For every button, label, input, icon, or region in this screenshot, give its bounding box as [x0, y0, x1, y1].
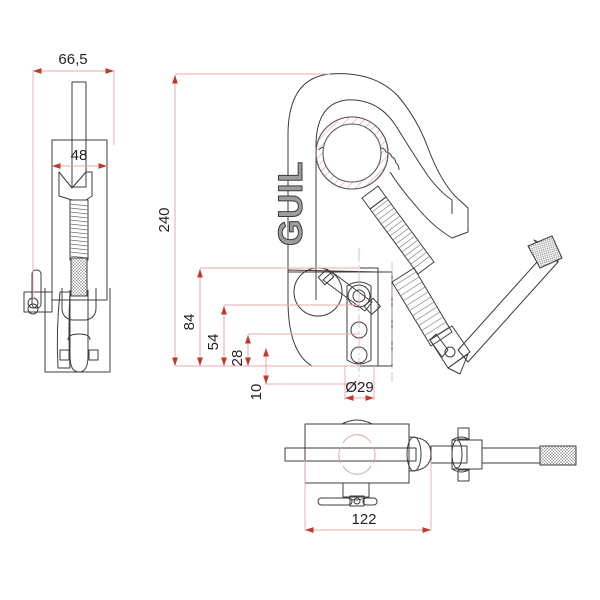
- tube-inner-circle: [322, 123, 382, 183]
- knuckle-body: [429, 325, 471, 369]
- handle-lever: [457, 235, 563, 363]
- top-through-bar: [284, 447, 417, 462]
- dim-label-54: 54: [205, 334, 222, 351]
- side-pin-rod: [31, 269, 42, 309]
- top-view: [284, 419, 577, 507]
- tube-outer-circle: [315, 116, 389, 190]
- pivot-link-end: [317, 268, 335, 286]
- side-foot-tab-left: [59, 349, 70, 361]
- screw-thread-body: [369, 196, 435, 275]
- side-collar: [61, 288, 97, 321]
- side-foot-cap: [67, 333, 91, 341]
- pivot-link-end-2: [363, 297, 381, 315]
- side-inner-shaft: [69, 290, 89, 373]
- top-knurled-grip: [539, 445, 577, 466]
- dim-label-48: 48: [71, 147, 88, 164]
- hook-outer-outline: [287, 73, 469, 300]
- top-pin-block: [349, 495, 365, 507]
- side-pin-eye: [27, 303, 39, 315]
- lever-knurled-grip: [527, 235, 563, 269]
- dim-label-28: 28: [229, 350, 246, 367]
- side-view-dimensions: 66,5 48: [32, 51, 115, 300]
- wing-nut-tab-bottom: [457, 469, 470, 482]
- front-center-lines: [358, 248, 393, 382]
- front-view: GUIL: [272, 73, 563, 382]
- clamp-screw: [361, 185, 435, 275]
- top-body-dome: [341, 419, 373, 425]
- dim-label-10: 10: [248, 384, 265, 401]
- knuckle-tab: [429, 333, 449, 358]
- dim-label-240: 240: [156, 207, 173, 232]
- side-lever-arm: [56, 291, 71, 369]
- screw-thread-lines: [371, 199, 431, 269]
- side-foot-tab-right: [88, 349, 99, 361]
- top-hidden-bore: [338, 434, 376, 475]
- dim-label-29: Ø29: [345, 379, 373, 396]
- dim-label-665: 66,5: [58, 51, 87, 68]
- side-top-plate: [71, 81, 87, 188]
- guil-logo-text: GUIL: [272, 161, 310, 246]
- side-pin-block: [23, 291, 53, 313]
- top-view-dimensions: 122: [304, 460, 432, 533]
- dim-label-84: 84: [181, 314, 198, 331]
- wing-nut-collar: [451, 439, 463, 469]
- wing-nut-tab-top: [457, 427, 470, 440]
- handle-knuckle: [429, 325, 471, 375]
- side-body-box: [51, 139, 108, 301]
- pivot-link-bar: [322, 271, 373, 312]
- top-boss-ellipse: [406, 436, 422, 472]
- top-pin-center: [353, 497, 361, 505]
- lower-rod-body: [391, 267, 453, 347]
- side-jaw: [58, 171, 93, 201]
- knuckle-pivot-hole: [444, 346, 456, 358]
- top-lower-stub: [342, 482, 370, 498]
- lower-rod-thread-lines: [393, 271, 450, 342]
- lower-threaded-rod: [391, 267, 453, 347]
- hook-inner-outline: [315, 99, 453, 300]
- front-view-dimensions: 240 84 54 28 10 Ø29: [156, 73, 375, 401]
- side-view: [23, 81, 111, 373]
- side-knurled-grip: [70, 257, 88, 297]
- knuckle-lower-wedge: [447, 353, 469, 375]
- dim-label-122: 122: [351, 511, 376, 528]
- top-cross-pin-left: [317, 497, 353, 506]
- top-shaft: [430, 445, 468, 464]
- body-slot-outline: [346, 281, 372, 365]
- top-cross-pin-right: [362, 497, 378, 506]
- body-side-plate: [377, 271, 393, 367]
